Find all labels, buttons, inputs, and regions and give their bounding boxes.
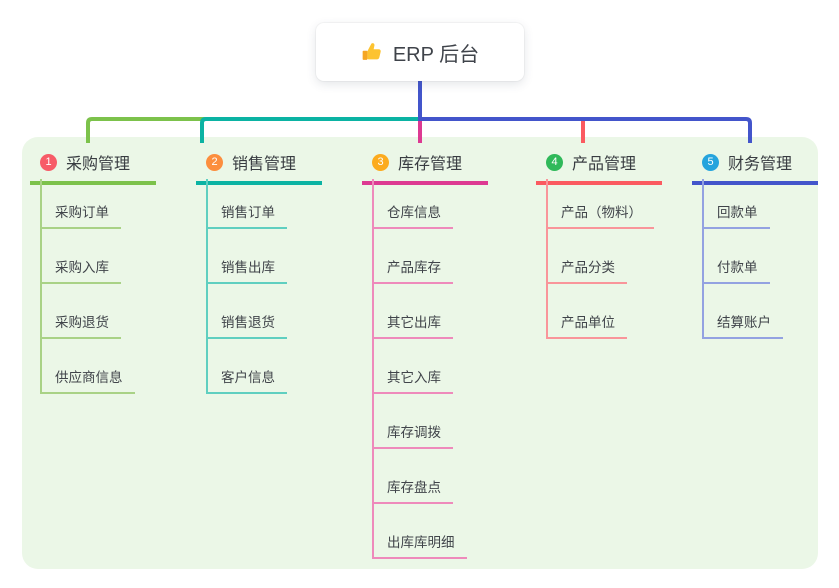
child-row: 销售订单 — [206, 174, 287, 229]
child-row: 产品单位 — [546, 284, 654, 339]
thumbs-up-icon — [361, 41, 383, 63]
child-row: 回款单 — [702, 174, 783, 229]
branch-children: 采购订单 采购入库 采购退货 供应商信息 — [40, 174, 135, 394]
child-row: 付款单 — [702, 229, 783, 284]
branch-spine-line — [702, 179, 704, 339]
connector-line — [418, 80, 752, 143]
child-node[interactable]: 回款单 — [702, 201, 770, 229]
child-node[interactable]: 产品分类 — [546, 256, 627, 284]
child-node[interactable]: 销售退货 — [206, 311, 287, 339]
child-row: 出库库明细 — [372, 504, 467, 559]
branch-children: 产品（物料） 产品分类 产品单位 — [546, 174, 654, 339]
child-node[interactable]: 仓库信息 — [372, 201, 453, 229]
child-node[interactable]: 库存调拨 — [372, 421, 453, 449]
child-node[interactable]: 产品库存 — [372, 256, 453, 284]
branch-spine-line — [206, 179, 208, 394]
child-row: 供应商信息 — [40, 339, 135, 394]
child-node[interactable]: 付款单 — [702, 256, 770, 284]
child-node[interactable]: 其它出库 — [372, 311, 453, 339]
child-node[interactable]: 销售出库 — [206, 256, 287, 284]
branch-label: 财务管理 — [728, 156, 793, 173]
branch-children: 销售订单 销售出库 销售退货 客户信息 — [206, 174, 287, 394]
branches-panel — [22, 137, 818, 569]
branch-number-badge: 4 — [546, 153, 563, 171]
child-node[interactable]: 客户信息 — [206, 366, 287, 394]
branch-header[interactable]: 5 财务管理 — [692, 150, 819, 185]
branch-label: 销售管理 — [232, 156, 297, 173]
child-node[interactable]: 销售订单 — [206, 201, 287, 229]
child-row: 产品（物料） — [546, 174, 654, 229]
branch-header[interactable]: 4 产品管理 — [536, 150, 663, 185]
child-row: 采购订单 — [40, 174, 135, 229]
branch-number-badge: 2 — [206, 153, 223, 171]
branch-number-badge: 5 — [702, 153, 719, 171]
root-node[interactable]: ERP 后台 — [316, 23, 524, 81]
branch-header[interactable]: 2 销售管理 — [196, 150, 323, 185]
child-node[interactable]: 采购退货 — [40, 311, 121, 339]
branch-children: 回款单 付款单 结算账户 — [702, 174, 783, 339]
child-node[interactable]: 采购入库 — [40, 256, 121, 284]
child-row: 产品分类 — [546, 229, 654, 284]
child-node[interactable]: 结算账户 — [702, 311, 783, 339]
branch-label: 采购管理 — [66, 156, 131, 173]
child-row: 采购退货 — [40, 284, 135, 339]
branch-number-badge: 1 — [40, 153, 57, 171]
child-node[interactable]: 其它入库 — [372, 366, 453, 394]
child-row: 其它出库 — [372, 284, 467, 339]
branch-number-badge: 3 — [372, 153, 389, 171]
child-node[interactable]: 供应商信息 — [40, 366, 135, 394]
child-row: 销售出库 — [206, 229, 287, 284]
branch-label: 库存管理 — [398, 156, 463, 173]
branch-header[interactable]: 3 库存管理 — [362, 150, 489, 185]
child-node[interactable]: 产品（物料） — [546, 201, 654, 229]
child-node[interactable]: 出库库明细 — [372, 531, 467, 559]
child-row: 库存盘点 — [372, 449, 467, 504]
child-row: 产品库存 — [372, 229, 467, 284]
child-row: 其它入库 — [372, 339, 467, 394]
child-node[interactable]: 产品单位 — [546, 311, 627, 339]
child-row: 客户信息 — [206, 339, 287, 394]
child-row: 销售退货 — [206, 284, 287, 339]
child-row: 结算账户 — [702, 284, 783, 339]
branch-spine-line — [546, 179, 548, 339]
branch-label: 产品管理 — [572, 156, 637, 173]
child-row: 库存调拨 — [372, 394, 467, 449]
child-row: 采购入库 — [40, 229, 135, 284]
branch-spine-line — [372, 179, 374, 559]
child-node[interactable]: 采购订单 — [40, 201, 121, 229]
root-label: ERP 后台 — [392, 43, 480, 66]
child-row: 仓库信息 — [372, 174, 467, 229]
branch-spine-line — [40, 179, 42, 394]
branch-children: 仓库信息 产品库存 其它出库 其它入库 库存调拨 库存盘点 出库库明细 — [372, 174, 467, 559]
child-node[interactable]: 库存盘点 — [372, 476, 453, 504]
branch-header[interactable]: 1 采购管理 — [30, 150, 157, 185]
